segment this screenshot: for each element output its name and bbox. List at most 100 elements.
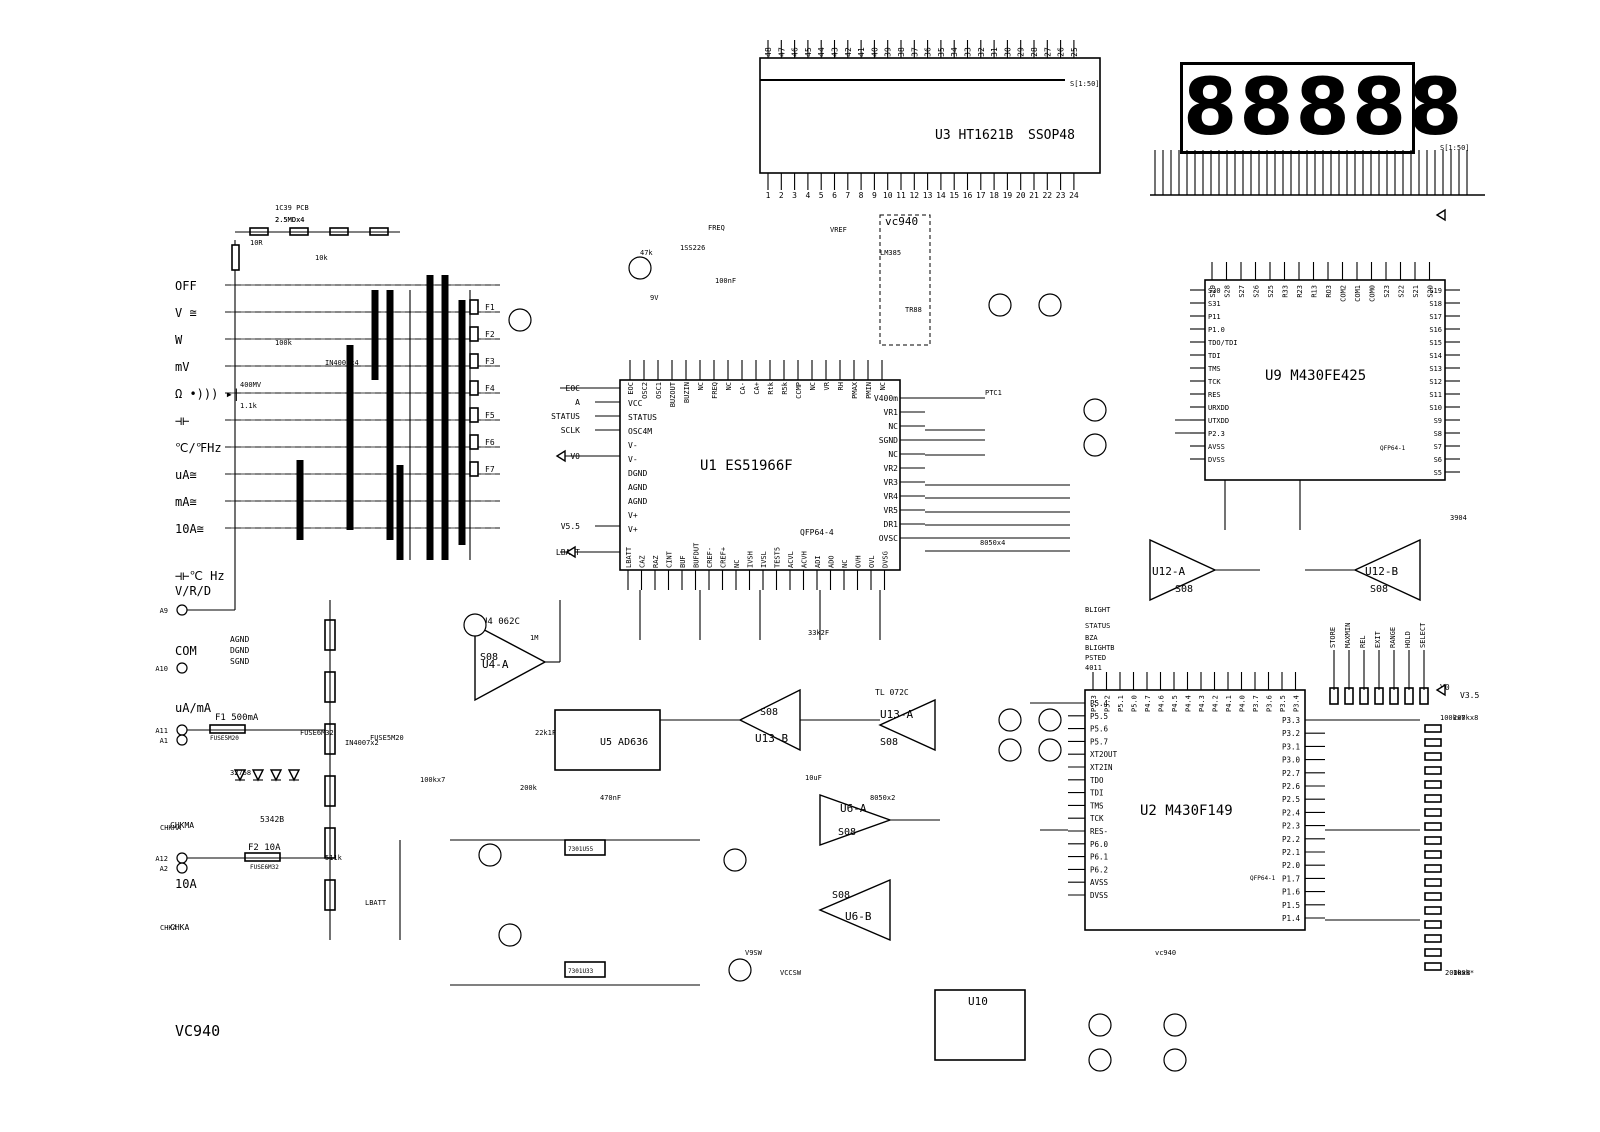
transistor (1088, 1013, 1112, 1037)
u13a-label: U13-A (880, 708, 913, 721)
fuse-f2: F2 10A (248, 843, 281, 853)
u9-package: QFP64-1 (1380, 445, 1406, 452)
u1-left-signal: SCLK (561, 426, 580, 435)
u1-package: QFP64-4 (800, 528, 834, 537)
u9-top-pin: R23 (1296, 285, 1304, 298)
bus-label: S[1:50] (1070, 80, 1100, 88)
terminal-label: A11 (155, 727, 168, 735)
u2-right-pin: P3.2 (1282, 729, 1300, 738)
u2-top-pin: P3.7 (1252, 695, 1260, 712)
u8-label: 7301U33 (568, 968, 594, 975)
pin-number: 42 (844, 47, 853, 57)
component-value: 470nF (600, 794, 621, 802)
pin-number: 4 (805, 191, 810, 200)
u1-bottom-pin: ADO (828, 555, 836, 568)
u1-left-signal: V5.5 (561, 522, 580, 531)
u5-label: U5 AD636 (600, 737, 648, 748)
transistor (478, 843, 502, 867)
terminal-label: A12 (155, 855, 168, 863)
u12a-label: U12-A (1152, 565, 1185, 578)
pin-number: 47 (777, 47, 786, 57)
pin-number: 26 (1057, 47, 1066, 57)
transistor (988, 293, 1012, 317)
u1-label: U1 ES51966F (700, 458, 793, 474)
resistor-array (1424, 934, 1442, 943)
signal-chkma: CHKMA (170, 821, 194, 830)
u1-top-pin: CA+ (753, 382, 761, 395)
u1-right-pin: NC (888, 422, 898, 431)
schematic-title: VC940 (175, 1022, 221, 1040)
pin-number: 30 (1003, 47, 1012, 57)
u1-right-pin: NC (888, 450, 898, 459)
signal-label: 32768 (230, 769, 251, 777)
switch (1419, 687, 1429, 705)
u9-left-pin: TMS (1208, 365, 1221, 373)
u1-bottom-pin: RAZ (652, 555, 660, 568)
lcd-digits: 88888 (1183, 63, 1465, 153)
terminal-a11 (176, 724, 188, 736)
signal-label: V9SW (745, 949, 763, 957)
u9-top-pin: COM0 (1369, 285, 1377, 302)
signal-label: IN4007x2 (345, 739, 379, 747)
u9-right-pin: S16 (1429, 326, 1442, 334)
u9-chip (1204, 279, 1446, 481)
diode-label: 5342B (260, 815, 284, 824)
u2-top-pin: P4.2 (1212, 695, 1220, 712)
button-label: HOLD (1404, 631, 1412, 648)
u9-right-pin: S9 (1434, 417, 1442, 425)
component-value: 10k (315, 254, 328, 262)
u9-top-pin: RO3 (1325, 285, 1333, 298)
u1-right-pin: VR1 (884, 408, 899, 417)
u9-top-pin: S20 (1427, 285, 1435, 298)
lcd-display: 88888 (1180, 62, 1465, 154)
fuse-type: FUSE5M20 (210, 735, 239, 742)
u1-right-pin: DR1 (884, 520, 899, 529)
switch (1329, 687, 1339, 705)
u1-top-pin: PMAX (851, 381, 859, 399)
signal-label: V3.5 (1460, 691, 1479, 700)
u1-right-pin: VR2 (884, 464, 899, 473)
resistor-array-label: 200kx8 (1445, 969, 1470, 977)
component-value: 10uF (805, 774, 822, 782)
pin-number: 5 (819, 191, 824, 200)
component-value: 100kx7 (420, 776, 445, 784)
component-value: 100k* (1453, 969, 1474, 977)
pin-number: 7 (845, 191, 850, 200)
tl072c-label: TL 072C (875, 688, 909, 697)
pin-number: 41 (857, 47, 866, 57)
component-value: 1M (530, 634, 538, 642)
u6b-label: U6-B (845, 910, 872, 923)
u1-top-pin: NC (697, 382, 705, 390)
signal-label: vc940 (1155, 949, 1176, 957)
u1-bottom-pin: ACVH (801, 551, 809, 568)
u9-right-pin: S6 (1434, 456, 1442, 464)
pin-number: 24 (1069, 191, 1079, 200)
pin-number: 25 (1070, 47, 1079, 57)
diode (251, 769, 265, 782)
component-value: 200k (520, 784, 538, 792)
pin-number: 21 (1029, 191, 1039, 200)
pin-number: 12 (909, 191, 919, 200)
fuse-type: FUSE6M32 (250, 864, 279, 871)
u9-left-pin: P2.3 (1208, 430, 1225, 438)
component-value: 33k2F (808, 629, 829, 637)
transistor (1163, 1048, 1187, 1072)
pin-number: 31 (990, 47, 999, 57)
u2-top-pin: P5.0 (1131, 695, 1139, 712)
u1-chip (619, 379, 901, 571)
component-value: 10R (250, 239, 263, 247)
pin-number: 35 (937, 47, 946, 57)
signal-label: FUSE6M32 (300, 729, 334, 737)
resistor-array (1424, 724, 1442, 733)
contact (469, 380, 479, 396)
u2-top-pin: P4.1 (1225, 695, 1233, 712)
pin-number: 16 (963, 191, 973, 200)
u2-left-pin: P6.2 (1090, 865, 1108, 874)
contact (469, 434, 479, 450)
u2-right-pin: P1.6 (1282, 888, 1301, 897)
terminal-label: A1 (160, 737, 168, 745)
u5-chip (554, 709, 661, 771)
u2-left-pin: TMS (1090, 801, 1104, 810)
button-label: SELECT (1419, 622, 1427, 648)
transistor (628, 256, 652, 280)
